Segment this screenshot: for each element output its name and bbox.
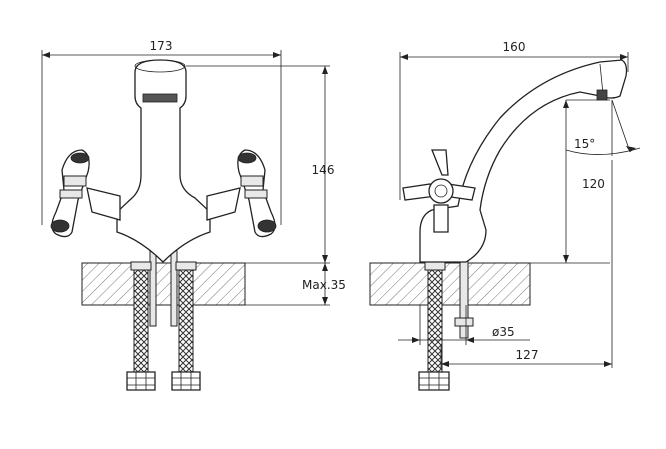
- front-hoses: [126, 245, 201, 391]
- spout-height-label: 120: [582, 177, 605, 191]
- aerator-icon: [142, 93, 178, 103]
- front-deck-dimension: Max.35: [245, 263, 346, 306]
- front-height-dimension: 146: [186, 65, 335, 264]
- reach-label: 160: [503, 40, 526, 54]
- right-handle: [237, 149, 277, 238]
- side-projection-dimension: 127: [440, 160, 613, 368]
- left-handle: [50, 149, 90, 238]
- side-reach-dimension: 160: [399, 40, 629, 200]
- angle-label: 15°: [574, 137, 595, 151]
- front-countertop: [81, 262, 246, 306]
- height-label: 146: [312, 163, 335, 177]
- front-view: 173 146 Max.35: [41, 39, 346, 391]
- projection-label: 127: [516, 348, 539, 362]
- cross-handle: [402, 149, 476, 233]
- side-aerator-icon: [596, 89, 608, 101]
- width-label: 173: [150, 39, 173, 53]
- spout-angle-indicator: 15°: [565, 99, 641, 156]
- front-width-dimension: 173: [41, 39, 282, 225]
- side-hole-diameter-dimension: ø35: [398, 305, 530, 345]
- side-faucet-body: [402, 59, 628, 263]
- front-faucet-body: [50, 59, 277, 263]
- hole-diameter-label: ø35: [492, 325, 515, 339]
- side-spout-height-dimension: 120: [530, 99, 610, 264]
- side-view: 15° 160 120 ø35: [369, 40, 641, 391]
- deck-thickness-label: Max.35: [302, 278, 346, 292]
- side-hoses: [418, 245, 474, 391]
- side-countertop: [369, 262, 531, 306]
